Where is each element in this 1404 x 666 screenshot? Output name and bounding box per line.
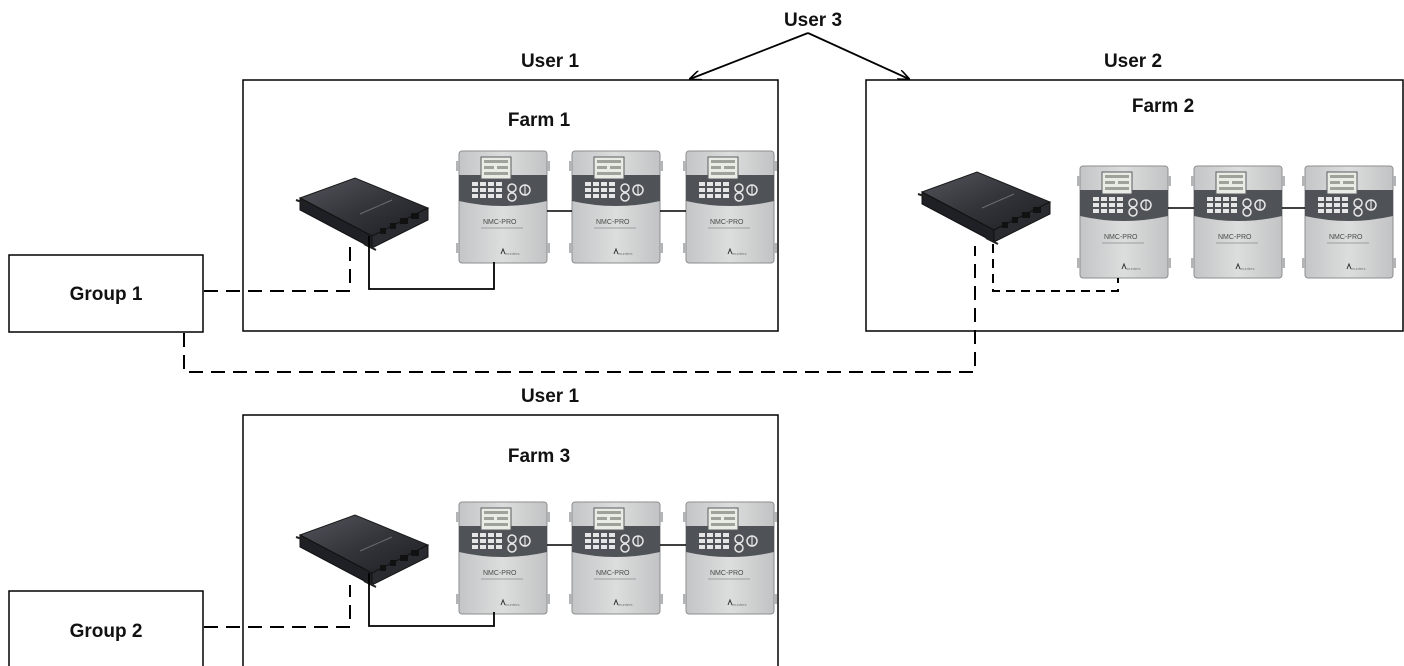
group2-box <box>8 590 204 666</box>
farm2-frame <box>865 79 1404 332</box>
farm1-controller-2 <box>568 150 664 264</box>
farm2-link-gateway-controller <box>992 244 1119 292</box>
farm1-controller-1 <box>455 150 551 264</box>
group1-link-farm2 <box>183 246 976 373</box>
user1-label-top: User 1 <box>521 51 580 72</box>
group1-label: Group 1 <box>70 284 143 305</box>
group1-link-farm1 <box>204 246 351 292</box>
farm3-gateway-device <box>295 514 429 588</box>
farm1-controller-3 <box>682 150 778 264</box>
farm1-label: Farm 1 <box>508 110 571 131</box>
farm3-controller-2 <box>568 501 664 615</box>
user3-arrow-to-farm1 <box>690 32 809 79</box>
user2-label: User 2 <box>1104 51 1162 72</box>
group1-box <box>8 254 204 333</box>
farm2-controller-1 <box>1076 165 1172 279</box>
farm2-gateway-device <box>917 171 1051 245</box>
farm3-label: Farm 3 <box>508 446 570 467</box>
user1-label-bottom: User 1 <box>521 386 580 407</box>
group2-link-farm3 <box>204 585 351 628</box>
group2-label: Group 2 <box>70 621 143 642</box>
farm3-controller-1 <box>455 501 551 615</box>
farm3-controller-3 <box>682 501 778 615</box>
farm2-label: Farm 2 <box>1132 96 1194 117</box>
farm1-link-gateway-controller <box>368 236 495 290</box>
user3-arrow-to-farm2 <box>807 32 909 79</box>
farm3-link-gateway-controller <box>368 573 495 627</box>
farm2-controller-3 <box>1301 165 1397 279</box>
farm3-frame <box>242 414 779 666</box>
user3-label: User 3 <box>784 10 842 31</box>
farm2-controller-2 <box>1190 165 1286 279</box>
farm1-frame <box>242 79 779 332</box>
farm1-gateway-device <box>295 177 429 251</box>
